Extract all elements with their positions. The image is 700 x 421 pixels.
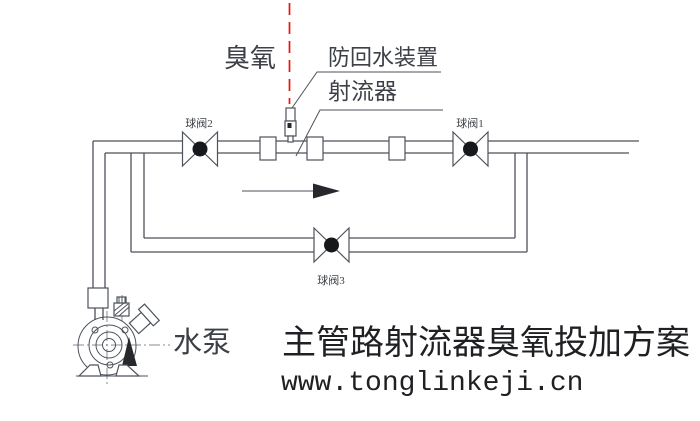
- anti-backflow-label: 防回水装置: [328, 45, 438, 70]
- valve1-label: 球阀1: [456, 116, 484, 130]
- water-pump: [73, 287, 170, 384]
- jet-injector-couplings: [259, 136, 406, 161]
- jet-injector-label: 射流器: [328, 79, 397, 104]
- bypass-pipe: [130, 153, 528, 253]
- flow-direction-arrow: [242, 183, 340, 199]
- pump-label: 水泵: [173, 326, 231, 359]
- valve2-label: 球阀2: [185, 116, 213, 130]
- main-pipe: [92, 140, 639, 288]
- leader-jet-injector: [295, 109, 443, 157]
- leader-anti-backflow: [291, 71, 441, 109]
- website-text: www.tonglinkeji.cn: [281, 368, 583, 399]
- pump-inlet-coupling: [87, 287, 109, 309]
- pump-discharge: [128, 303, 161, 335]
- diagram-title: 主管路射流器臭氧投加方案: [282, 324, 690, 362]
- ball-valve-2: [181, 130, 219, 168]
- ozone-label: 臭氧: [224, 44, 276, 73]
- ball-valve-1: [452, 130, 489, 168]
- ball-valve-3: [313, 226, 350, 264]
- anti-backflow-device: [284, 107, 297, 143]
- valve3-label: 球阀3: [317, 273, 345, 287]
